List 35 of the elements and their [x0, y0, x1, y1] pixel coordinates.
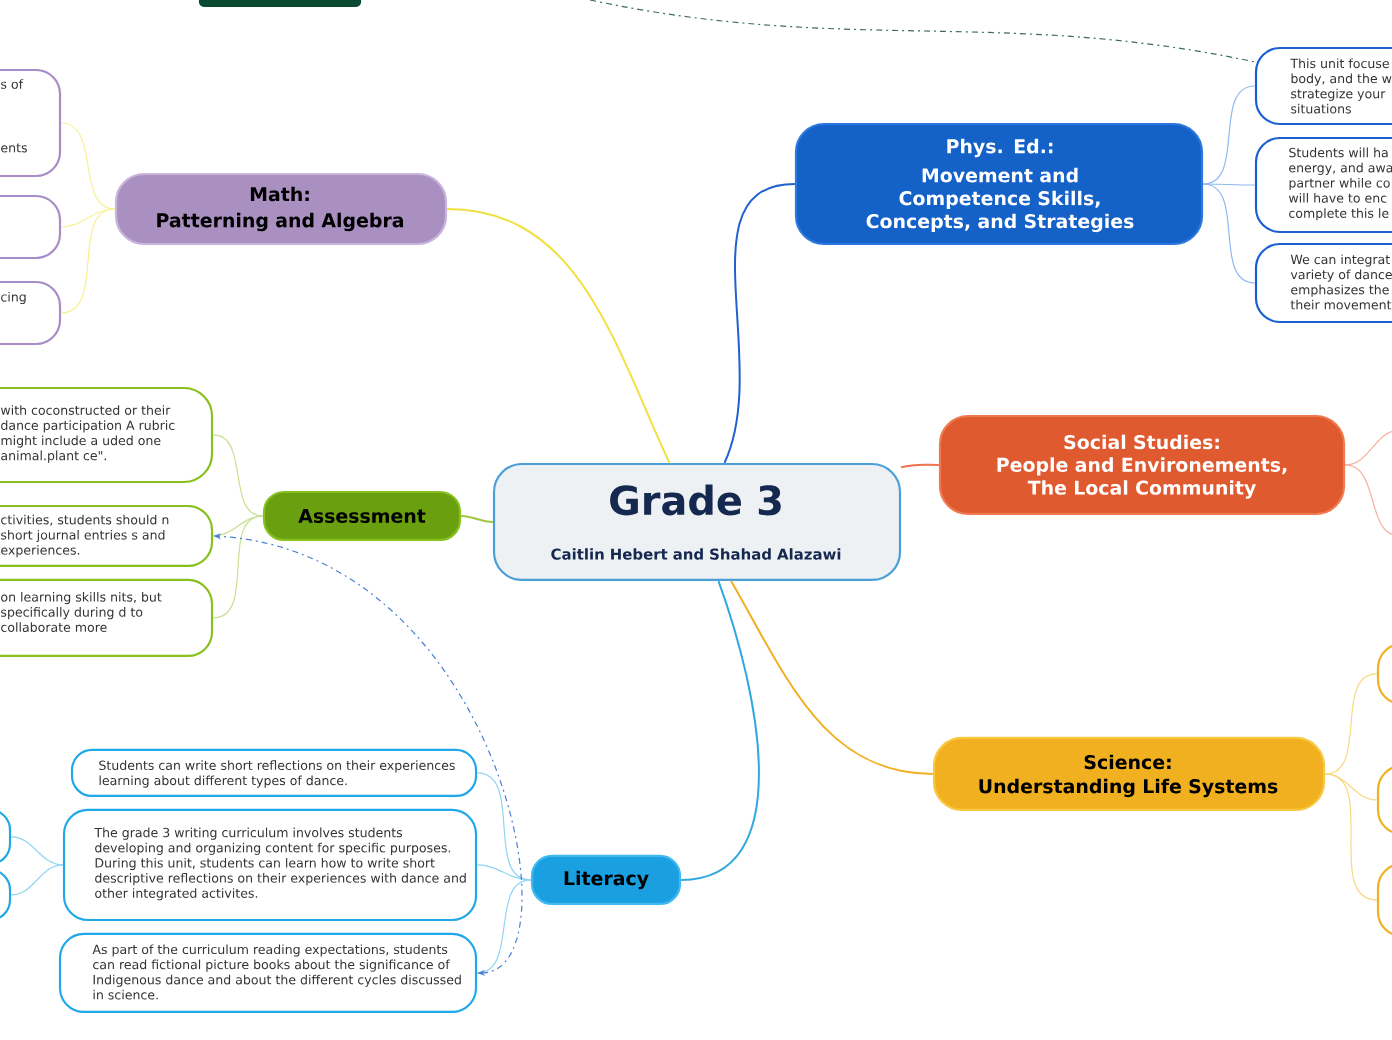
topic-box: Assessment: [262, 490, 462, 542]
topic-box: Phys. Ed.: Movement and Competence Skills, Concepts, and Strategies: [794, 122, 1204, 246]
connector: [1344, 429, 1392, 466]
connector: [10, 836, 64, 866]
connector: [212, 515, 264, 619]
connector: [1202, 183, 1256, 186]
connector: [460, 514, 494, 523]
connector: [589, 0, 1256, 63]
connector: [1324, 673, 1378, 775]
connector: [1344, 464, 1392, 537]
connector: [723, 182, 796, 464]
connector: [680, 580, 760, 881]
note-box: [1376, 642, 1392, 706]
connector: [1324, 773, 1378, 901]
topic-box: Math: Patterning and Algebra: [114, 172, 448, 246]
connector: [476, 864, 532, 881]
connector: [60, 122, 116, 210]
note-box: [1376, 764, 1392, 836]
note-box: [0, 868, 12, 922]
connector: [476, 879, 532, 974]
connector: [1202, 183, 1256, 284]
connector: [730, 580, 934, 775]
connector: [446, 207, 671, 464]
topic-box: Science: Understanding Life Systems: [932, 736, 1326, 812]
topic-box: Literacy: [530, 854, 682, 906]
connector: [60, 208, 116, 314]
note-box: [1376, 862, 1392, 938]
connector: [900, 463, 940, 469]
topic-box: Social Studies: People and Environements, The Local Community: [938, 414, 1346, 516]
connector: [212, 515, 264, 537]
note-box: [0, 808, 12, 866]
note-box: [0, 194, 62, 260]
connector: [10, 864, 64, 896]
banner-box: [198, 0, 362, 8]
connector: [212, 434, 264, 517]
